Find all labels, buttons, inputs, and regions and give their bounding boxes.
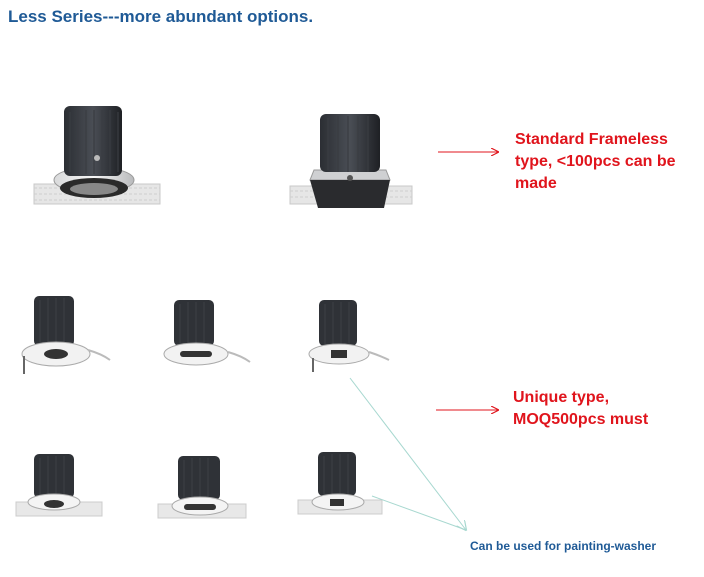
washer-note: Can be used for painting-washer (470, 539, 657, 553)
standard-type-text: Standard Frameless type, <100pcs can be … (515, 129, 676, 195)
page-title: Less Series---more abundant options. (8, 7, 314, 26)
standard-line-3: made (515, 175, 557, 192)
round-trimless-downlight-3 (10, 450, 110, 528)
square-trimless-downlight (286, 108, 416, 213)
round-trimless-downlight-large (30, 100, 165, 215)
guide-line-upper (349, 377, 466, 530)
unique-line-2: MOQ500pcs must (513, 411, 649, 428)
round-trimless-slot-downlight-2 (160, 296, 260, 376)
unique-type-text: Unique type, MOQ500pcs must (513, 387, 648, 431)
round-trimless-washer-2 (296, 448, 386, 526)
standard-line-2: type, <100pcs can be (515, 153, 676, 170)
round-trimless-slot-washer-1 (305, 296, 400, 378)
round-trimless-slot-downlight-1 (18, 292, 118, 380)
unique-line-1: Unique type, (513, 389, 610, 406)
round-trimless-downlight-4 (154, 452, 254, 528)
standard-line-1: Standard Frameless (515, 131, 668, 148)
guide-line-lower (371, 495, 467, 531)
